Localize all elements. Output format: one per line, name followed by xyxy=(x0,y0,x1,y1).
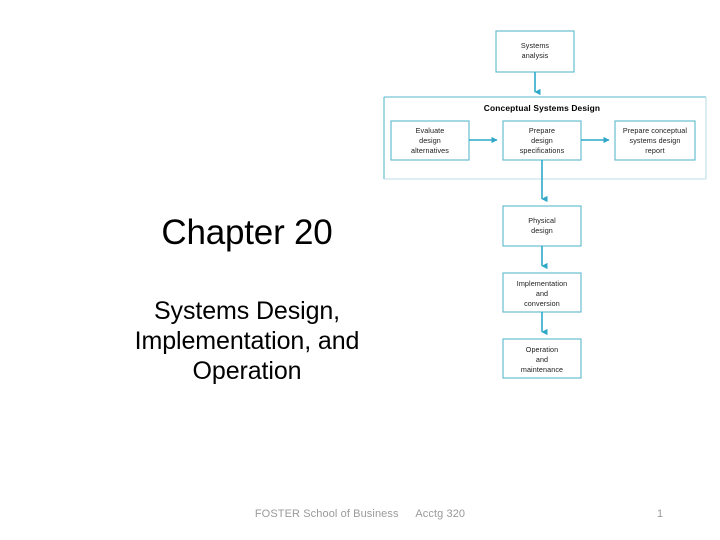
node-operation-and-maintenance: Operation and maintenance xyxy=(502,338,582,379)
footer: FOSTER School of Business Acctg 320 xyxy=(0,507,720,521)
node-systems-analysis: Systems analysis xyxy=(495,30,575,73)
node-physical-line-1: Physical xyxy=(528,216,556,225)
title-placeholder: Chapter 20 xyxy=(18,212,476,254)
node-evaluate-line-3: alternatives xyxy=(411,146,449,155)
node-physical-design: Physical design xyxy=(502,205,582,247)
subtitle-line-1: Systems Design, xyxy=(153,297,341,325)
node-operation-line-1: Operation xyxy=(526,345,558,354)
subtitle-line-3: Operation xyxy=(192,357,302,385)
group-conceptual-systems-design: Conceptual Systems Design Evaluate desig… xyxy=(383,96,707,180)
group-label-conceptual-systems-design: Conceptual Systems Design xyxy=(484,103,600,113)
node-report-line-1: Prepare conceptual xyxy=(623,126,687,135)
subtitle-placeholder: Systems Design, Implementation, and Oper… xyxy=(18,296,476,386)
node-specs-line-3: specifications xyxy=(520,146,565,155)
page-title: Chapter 20 xyxy=(161,213,333,252)
node-operation-line-3: maintenance xyxy=(521,365,563,374)
node-evaluate-line-1: Evaluate xyxy=(416,126,445,135)
node-specs-line-1: Prepare xyxy=(529,126,555,135)
node-implementation-line-2: and xyxy=(536,289,548,298)
node-physical-line-2: design xyxy=(531,226,553,235)
footer-organization: FOSTER School of Business xyxy=(254,508,399,520)
node-implementation-line-1: Implementation xyxy=(517,279,568,288)
subtitle-line-2: Implementation, and xyxy=(134,327,360,355)
node-implementation-line-3: conversion xyxy=(524,299,560,308)
node-evaluate-line-2: design xyxy=(419,136,441,145)
page-number: 1 xyxy=(656,508,664,520)
systems-development-flowchart: Systems analysis Conceptual Systems Desi… xyxy=(370,18,720,390)
node-prepare-design-specifications: Prepare design specifications xyxy=(502,120,582,161)
node-systems-analysis-line-1: Systems xyxy=(521,41,550,50)
node-evaluate-design-alternatives: Evaluate design alternatives xyxy=(390,120,470,161)
footer-course: Acctg 320 xyxy=(415,508,466,520)
node-report-line-3: report xyxy=(645,146,664,155)
node-systems-analysis-line-2: analysis xyxy=(522,51,549,60)
node-prepare-conceptual-report: Prepare conceptual systems design report xyxy=(614,120,696,161)
node-specs-line-2: design xyxy=(531,136,553,145)
node-operation-line-2: and xyxy=(536,355,548,364)
node-report-line-2: systems design xyxy=(630,136,681,145)
node-implementation-and-conversion: Implementation and conversion xyxy=(502,272,582,313)
